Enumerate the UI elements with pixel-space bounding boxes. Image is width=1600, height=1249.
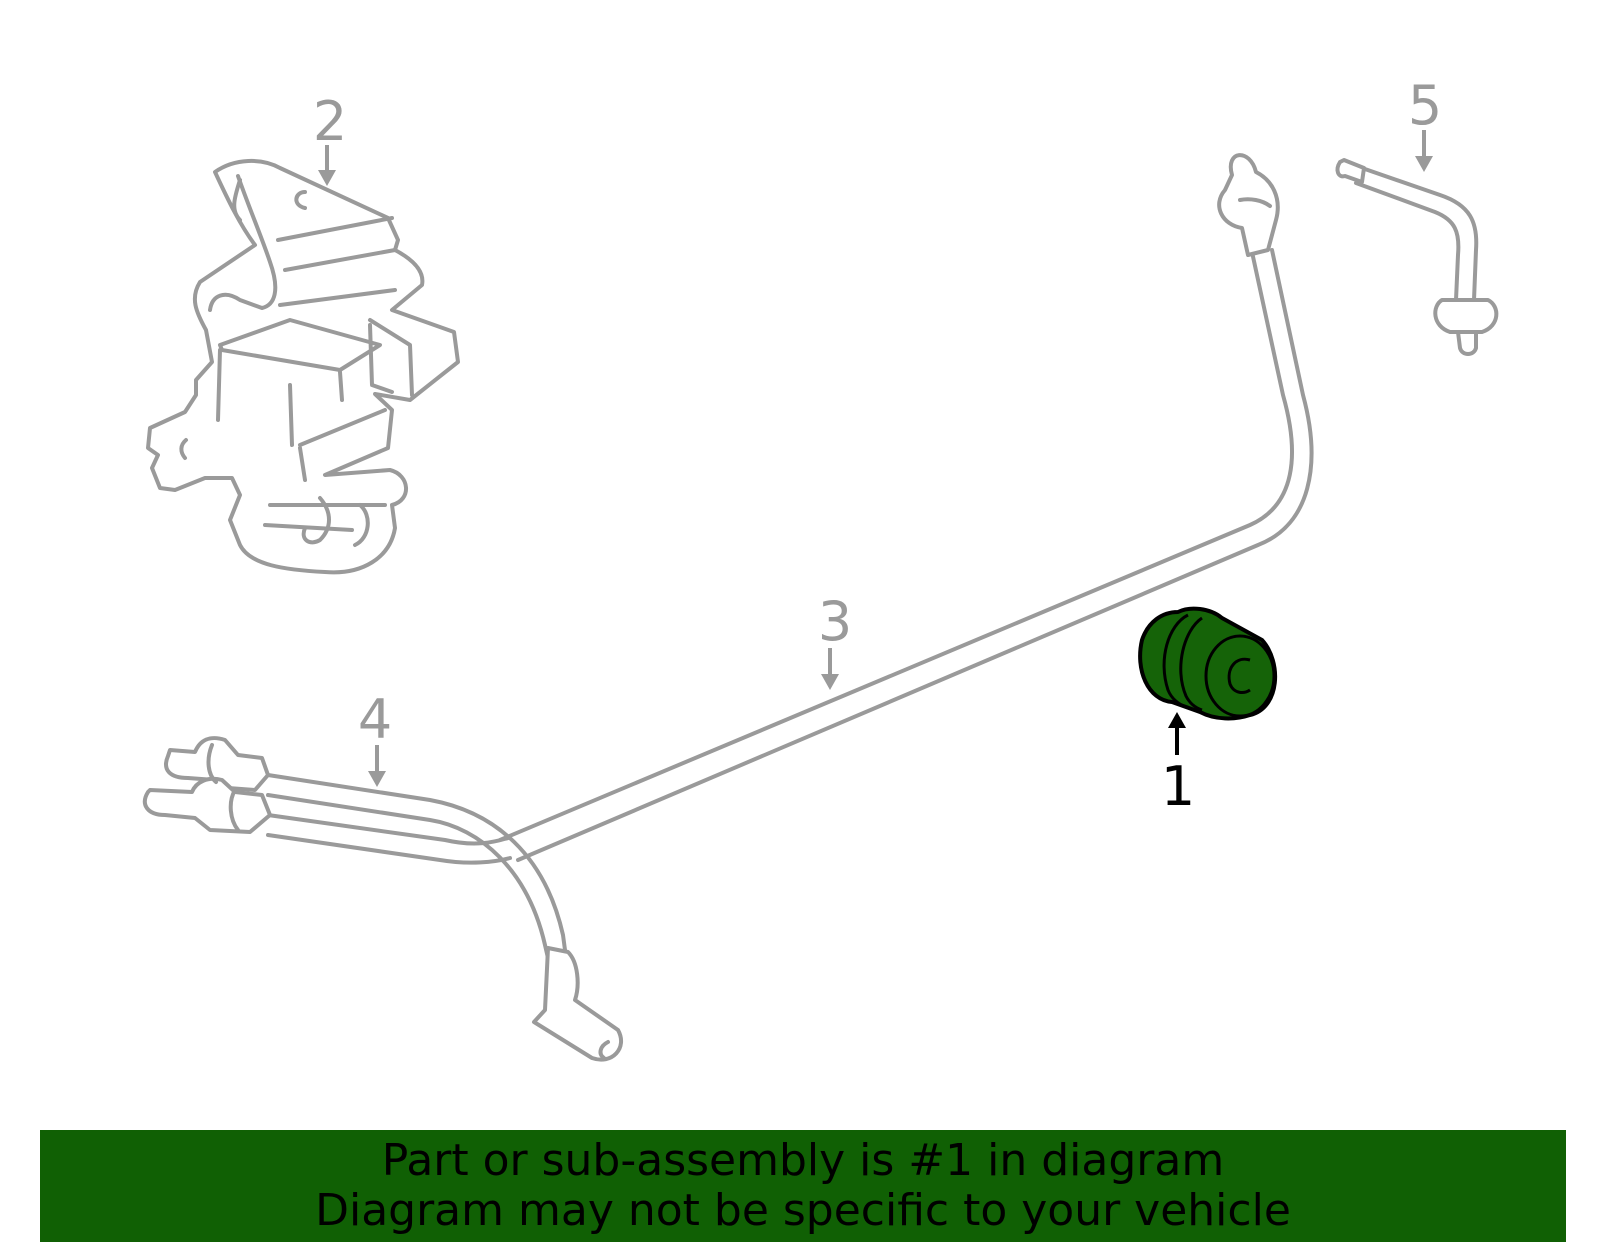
part-2-valve-assembly[interactable] [146, 158, 460, 575]
callout-number-4: 4 [358, 688, 392, 751]
part-5-elbow-line[interactable] [1335, 158, 1499, 356]
banner-line-2: Diagram may not be specific to your vehi… [315, 1185, 1291, 1236]
info-banner: Part or sub-assembly is #1 in diagram Di… [40, 1130, 1566, 1242]
callout-number-2: 2 [313, 90, 347, 153]
banner-background [40, 1130, 1566, 1242]
callout-number-3: 3 [818, 590, 852, 653]
callout-number-1: 1 [1161, 755, 1195, 818]
banner-line-1: Part or sub-assembly is #1 in diagram [381, 1135, 1225, 1186]
callout-arrow-4 [368, 745, 386, 787]
callout-arrow-2 [318, 145, 336, 186]
callout-arrow-3 [821, 648, 839, 690]
part-1-grommet-highlighted[interactable] [1138, 606, 1278, 721]
part-3-vacuum-line[interactable] [498, 153, 1314, 862]
callout-arrow-5 [1415, 130, 1433, 172]
part-4-hose-assembly[interactable] [142, 736, 624, 1062]
callout-arrow-1 [1168, 712, 1186, 755]
callout-number-5: 5 [1408, 74, 1442, 137]
